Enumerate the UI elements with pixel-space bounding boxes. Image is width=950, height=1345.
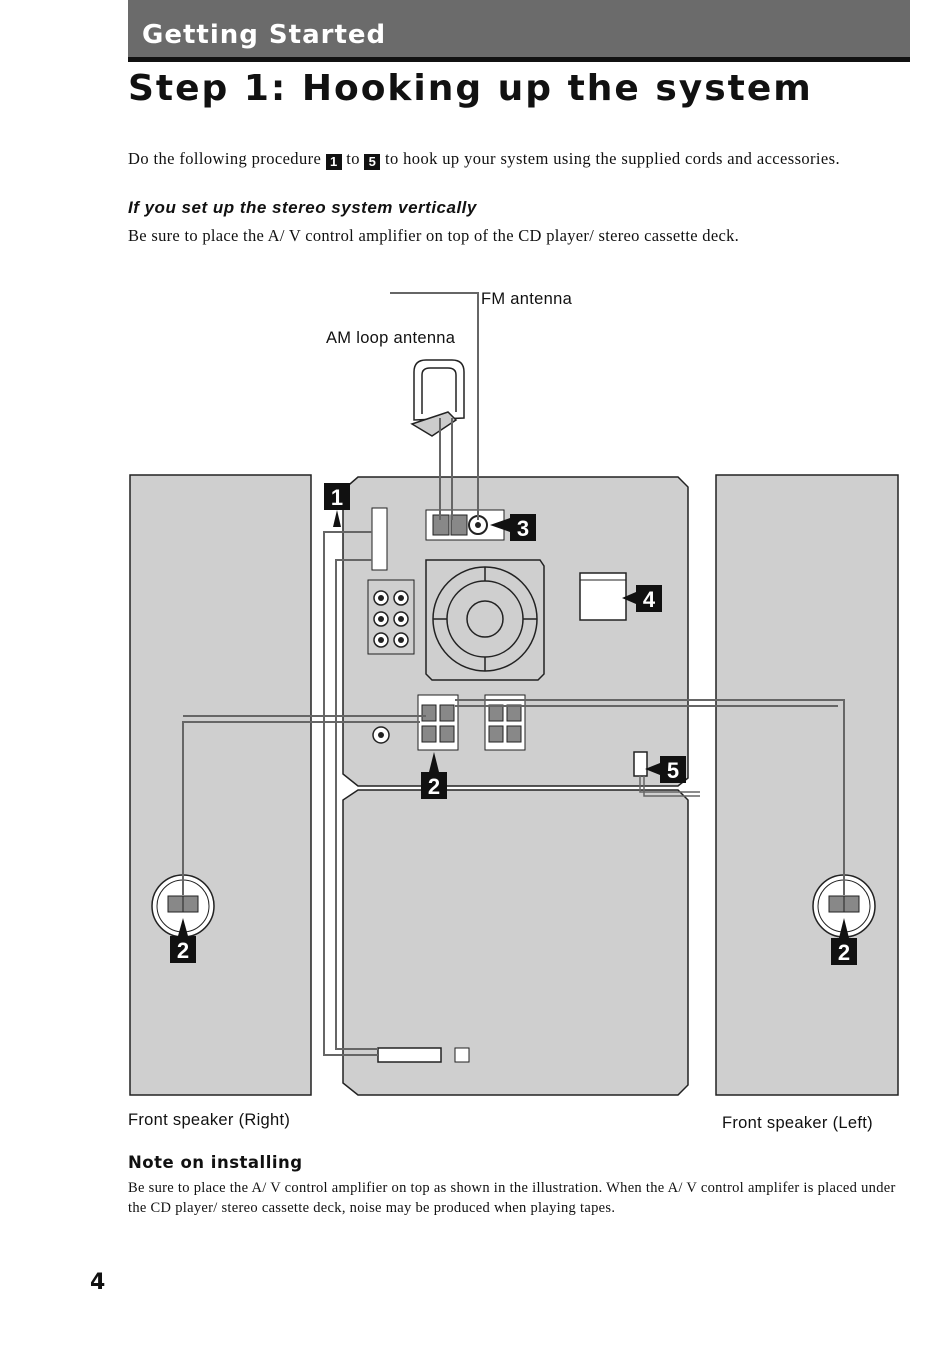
bottom-small-square	[454, 1047, 470, 1063]
note-heading: Note on installing	[128, 1153, 303, 1172]
vertical-setup-text: Be sure to place the A/ V control amplif…	[128, 226, 740, 245]
note-text: Be sure to place the A/ V control amplif…	[128, 1180, 896, 1216]
cd-cassette-unit	[342, 789, 689, 1096]
page-title: Step 1: Hooking up the system	[128, 68, 813, 109]
left-speaker-box	[715, 474, 899, 1096]
marker-2-right-speaker: 2	[170, 918, 196, 963]
marker-3: 3	[490, 514, 536, 541]
fm-antenna-label: FM antenna	[481, 290, 573, 308]
marker-5-label: 5	[667, 758, 679, 783]
marker-2-amp-label: 2	[428, 774, 440, 799]
speaker-right-label: Front speaker (Right)	[128, 1111, 291, 1129]
section-header-bar: Getting Started	[128, 0, 910, 62]
rca-jack-panel	[367, 579, 415, 655]
step-badge-last: 5	[364, 154, 381, 170]
speaker-left-label: Front speaker (Left)	[722, 1114, 873, 1132]
left-speaker-terminal	[812, 874, 876, 938]
intro-paragraph: Do the following procedure 1 to 5 to hoo…	[128, 148, 888, 170]
power-cord-plug	[633, 751, 648, 777]
marker-2-left-speaker: 2	[831, 918, 857, 965]
system-control-connector	[377, 1047, 442, 1063]
intro-text-before: Do the following procedure	[128, 149, 322, 168]
vertical-setup-heading: If you set up the stereo system vertical…	[128, 198, 477, 217]
system-control-slot	[371, 507, 388, 571]
hookup-diagram: 1 3 4 5 2 2 2	[129, 292, 899, 1096]
marker-1: 1	[324, 483, 350, 527]
right-speaker-box	[129, 474, 312, 1096]
speaker-cables	[182, 699, 845, 895]
marker-3-label: 3	[517, 516, 529, 541]
section-header-label: Getting Started	[142, 20, 387, 50]
amp-speaker-terminals-surround	[484, 694, 526, 751]
cooling-fan	[425, 559, 545, 681]
right-speaker-terminal	[151, 874, 215, 938]
antenna-cables	[390, 292, 479, 520]
marker-5: 5	[645, 756, 686, 783]
marker-1-label: 1	[331, 485, 343, 510]
system-control-cables	[323, 531, 378, 1056]
marker-2-amp: 2	[421, 752, 447, 799]
intro-text-after: to hook up your system using the supplie…	[385, 149, 840, 168]
amp-speaker-terminals-front	[417, 694, 459, 751]
ac-outlet	[579, 572, 627, 621]
am-loop-antenna	[410, 359, 465, 437]
page-number: 4	[90, 1270, 106, 1295]
intro-text-middle: to	[346, 149, 360, 168]
marker-2-left-label: 2	[838, 940, 850, 965]
am-antenna-label: AM loop antenna	[326, 329, 456, 347]
marker-4: 4	[622, 585, 662, 612]
step-badge-first: 1	[325, 154, 342, 170]
marker-2-right-label: 2	[177, 938, 189, 963]
marker-4-label: 4	[643, 587, 656, 612]
